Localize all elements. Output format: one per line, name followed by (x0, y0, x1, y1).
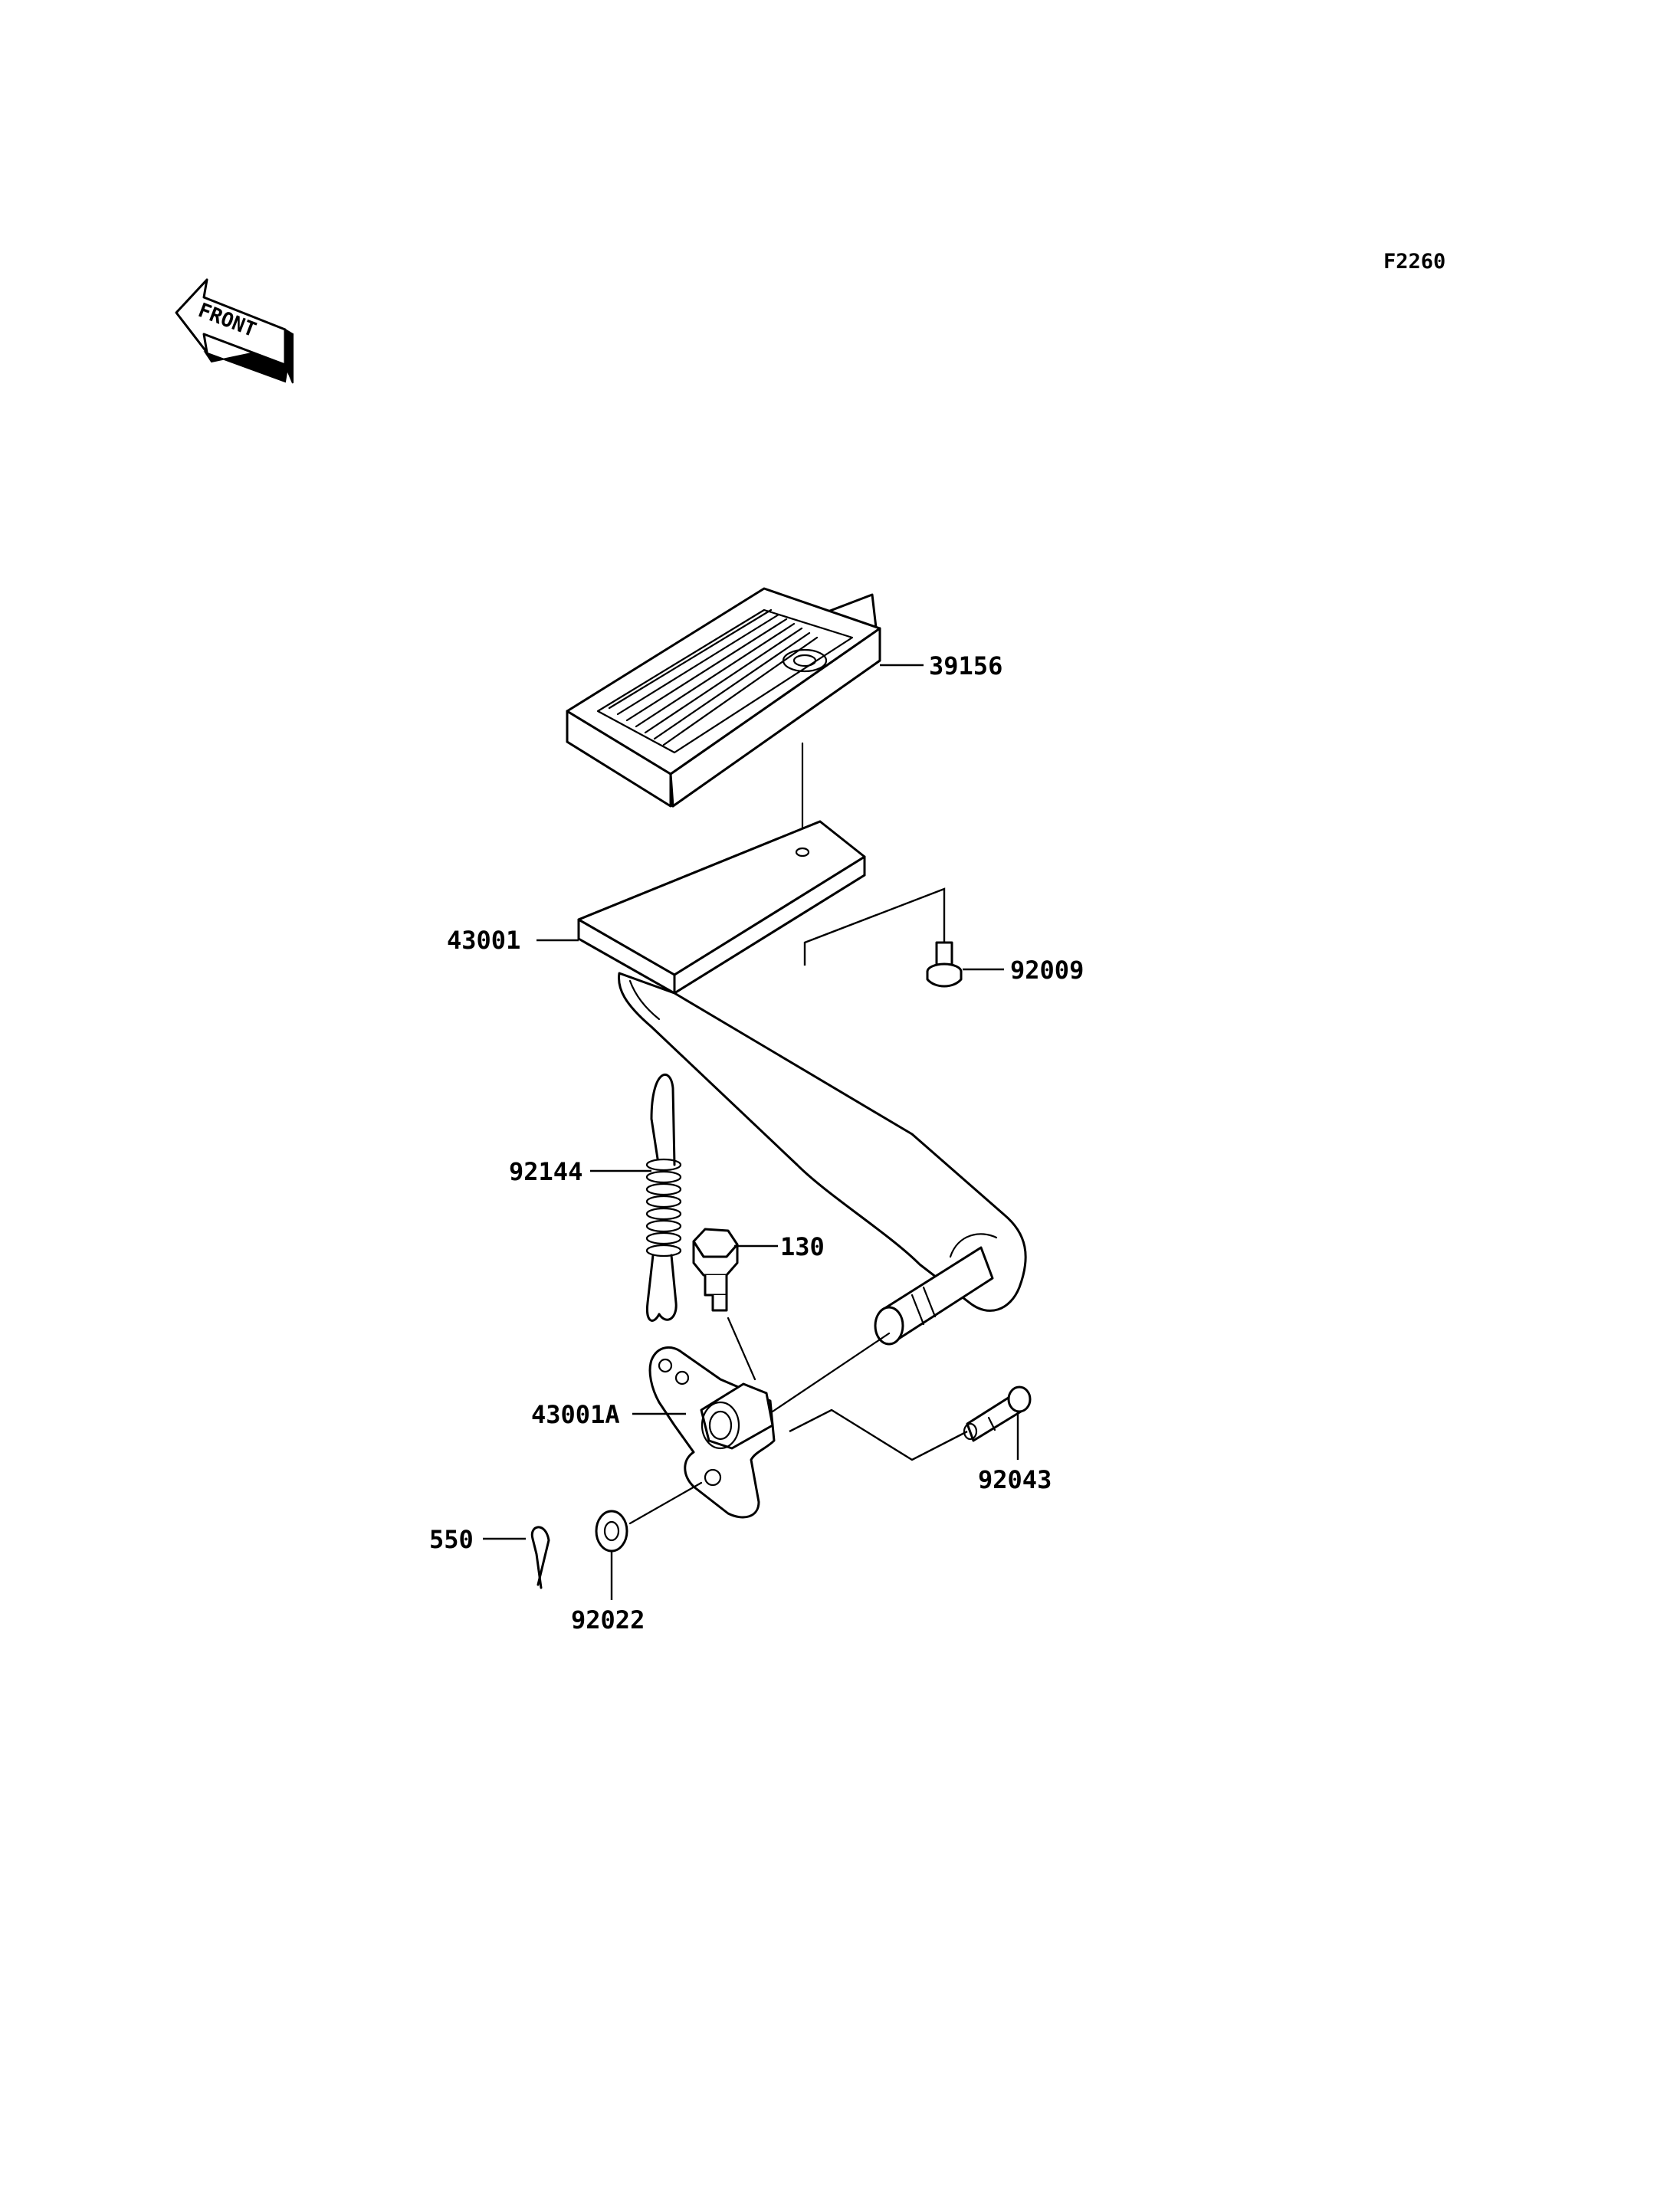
brake-pedal-arm (577, 820, 1027, 1312)
label-43001A: 43001A (531, 1400, 620, 1429)
brake-lever (648, 1346, 776, 1519)
label-43001: 43001 (447, 926, 520, 955)
pivot-shaft (874, 1246, 994, 1346)
front-arrow-icon: FRONT (175, 278, 294, 384)
return-spring (645, 1073, 682, 1322)
label-550: 550 (429, 1525, 474, 1554)
bolt-92009 (926, 941, 963, 988)
label-92022: 92022 (571, 1605, 645, 1635)
cotter-pin (530, 1526, 550, 1589)
bolt-130 (692, 1228, 739, 1312)
washer (595, 1510, 628, 1553)
label-130: 130 (780, 1232, 825, 1261)
label-92043: 92043 (978, 1465, 1052, 1494)
pedal-pad (566, 587, 881, 808)
label-39156: 39156 (929, 651, 1002, 680)
label-92009: 92009 (1010, 956, 1084, 985)
clevis-pin (963, 1385, 1032, 1442)
label-92144: 92144 (509, 1157, 582, 1186)
figure-id: F2260 (1383, 250, 1445, 274)
